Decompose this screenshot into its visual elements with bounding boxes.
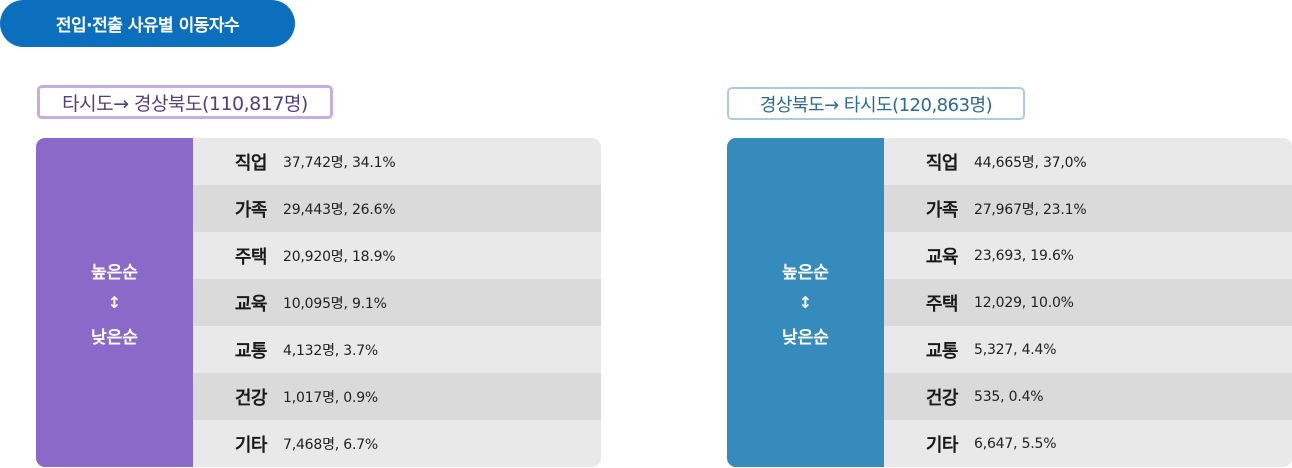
reason-value: 10,095명, 9.1%: [283, 295, 387, 312]
reason-category: 기타: [234, 434, 268, 456]
outflow-subtitle: 경상북도→ 타시도(120,863명): [727, 87, 1025, 120]
reason-category: 주택: [925, 293, 959, 315]
list-item: 교육 23,693, 19.6%: [884, 232, 1292, 279]
reason-category: 가족: [234, 199, 268, 221]
inflow-subtitle: 타시도→ 경상북도(110,817명): [37, 85, 333, 119]
reason-category: 교육: [925, 246, 959, 268]
reason-value: 29,443명, 26.6%: [283, 201, 396, 218]
sort-low-label: 낮은순: [91, 327, 138, 348]
up-down-arrow-icon: ↕: [798, 292, 813, 312]
list-item: 기타 6,647, 5.5%: [884, 420, 1292, 467]
list-item: 교육 10,095명, 9.1%: [193, 279, 601, 326]
list-item: 주택 20,920명, 18.9%: [193, 232, 601, 279]
list-item: 직업 44,665명, 37,0%: [884, 138, 1292, 185]
reason-value: 535, 0.4%: [974, 388, 1044, 405]
reason-category: 주택: [234, 246, 268, 268]
sort-high-label: 높은순: [782, 262, 829, 283]
reason-category: 교통: [234, 340, 268, 362]
outflow-panel: 높은순 ↕ 낮은순 직업 44,665명, 37,0% 가족 27,967명, 23…: [727, 138, 1292, 467]
list-item: 가족 27,967명, 23.1%: [884, 185, 1292, 232]
list-item: 교통 4,132명, 3.7%: [193, 326, 601, 373]
list-item: 직업 37,742명, 34.1%: [193, 138, 601, 185]
list-item: 주택 12,029, 10.0%: [884, 279, 1292, 326]
reason-value: 7,468명, 6.7%: [283, 436, 379, 453]
page-title: 전입·전출 사유별 이동자수: [0, 0, 295, 47]
sort-order-label: 높은순 ↕ 낮은순: [36, 138, 193, 467]
reason-category: 교통: [925, 340, 959, 362]
reason-category: 직업: [925, 152, 959, 174]
reason-value: 4,132명, 3.7%: [283, 342, 379, 359]
reason-value: 23,693, 19.6%: [974, 247, 1074, 264]
reason-value: 27,967명, 23.1%: [974, 201, 1087, 218]
reason-value: 20,920명, 18.9%: [283, 248, 396, 265]
reason-value: 5,327, 4.4%: [974, 341, 1057, 358]
sort-order-label: 높은순 ↕ 낮은순: [727, 138, 884, 467]
list-item: 기타 7,468명, 6.7%: [193, 420, 601, 467]
inflow-panel: 높은순 ↕ 낮은순 직업 37,742명, 34.1% 가족 29,443명, 26…: [36, 138, 601, 467]
sort-low-label: 낮은순: [782, 327, 829, 348]
reason-value: 1,017명, 0.9%: [283, 389, 379, 406]
reason-value: 6,647, 5.5%: [974, 435, 1057, 452]
reason-value: 44,665명, 37,0%: [974, 154, 1087, 171]
list-item: 건강 1,017명, 0.9%: [193, 373, 601, 420]
reason-category: 직업: [234, 152, 268, 174]
reason-category: 건강: [234, 387, 268, 409]
reason-category: 기타: [925, 434, 959, 456]
up-down-arrow-icon: ↕: [107, 292, 122, 312]
reason-category: 교육: [234, 293, 268, 315]
list-item: 교통 5,327, 4.4%: [884, 326, 1292, 373]
reason-value: 12,029, 10.0%: [974, 294, 1074, 311]
sort-high-label: 높은순: [91, 262, 138, 283]
reason-category: 가족: [925, 199, 959, 221]
reason-list: 직업 44,665명, 37,0% 가족 27,967명, 23.1% 교육 23,6…: [884, 138, 1292, 467]
reason-value: 37,742명, 34.1%: [283, 154, 396, 171]
reason-list: 직업 37,742명, 34.1% 가족 29,443명, 26.6% 주택 20,9…: [193, 138, 601, 467]
list-item: 가족 29,443명, 26.6%: [193, 185, 601, 232]
reason-category: 건강: [925, 387, 959, 409]
list-item: 건강 535, 0.4%: [884, 373, 1292, 420]
